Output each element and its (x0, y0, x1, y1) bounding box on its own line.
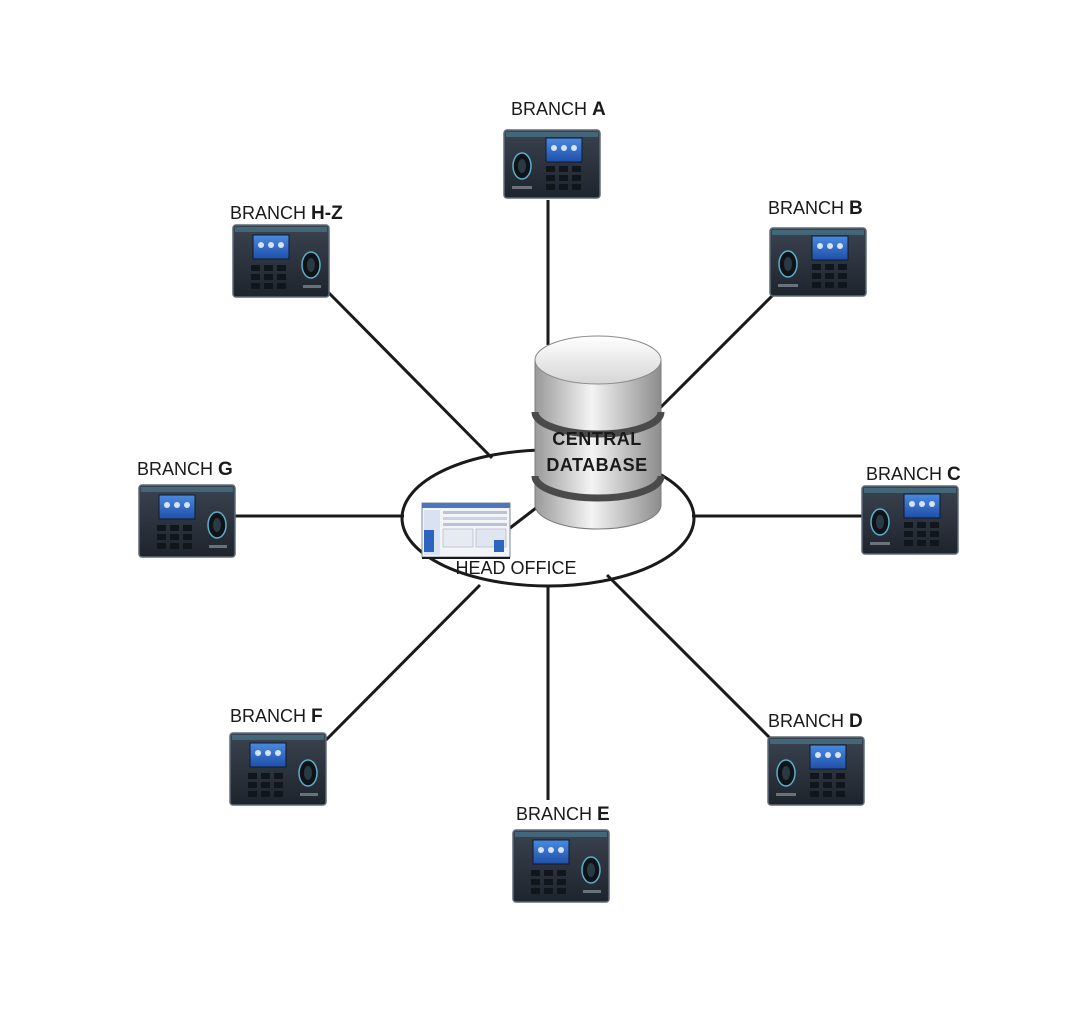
link-branch-f (324, 583, 482, 742)
link-branch-d (605, 573, 772, 740)
device-branch-a (503, 129, 601, 199)
device-branch-c (861, 485, 959, 555)
device-branch-g (138, 484, 236, 558)
device-branch-e (512, 829, 610, 903)
link-db-to-office (509, 506, 537, 530)
connection-lines (233, 200, 863, 800)
link-branch-hz (326, 290, 494, 460)
device-branch-b (769, 227, 867, 297)
link-branch-b (658, 293, 775, 410)
database-label-line2: DATABASE (546, 455, 647, 475)
database-label-line1: CENTRAL (552, 429, 642, 449)
device-branch-d (767, 736, 865, 806)
software-screenshot-icon (421, 502, 511, 558)
device-branch-f (229, 732, 327, 806)
head-office-label: HEAD OFFICE (455, 558, 576, 578)
database-cylinder-icon (531, 335, 665, 530)
device-branch-hz (232, 224, 330, 298)
